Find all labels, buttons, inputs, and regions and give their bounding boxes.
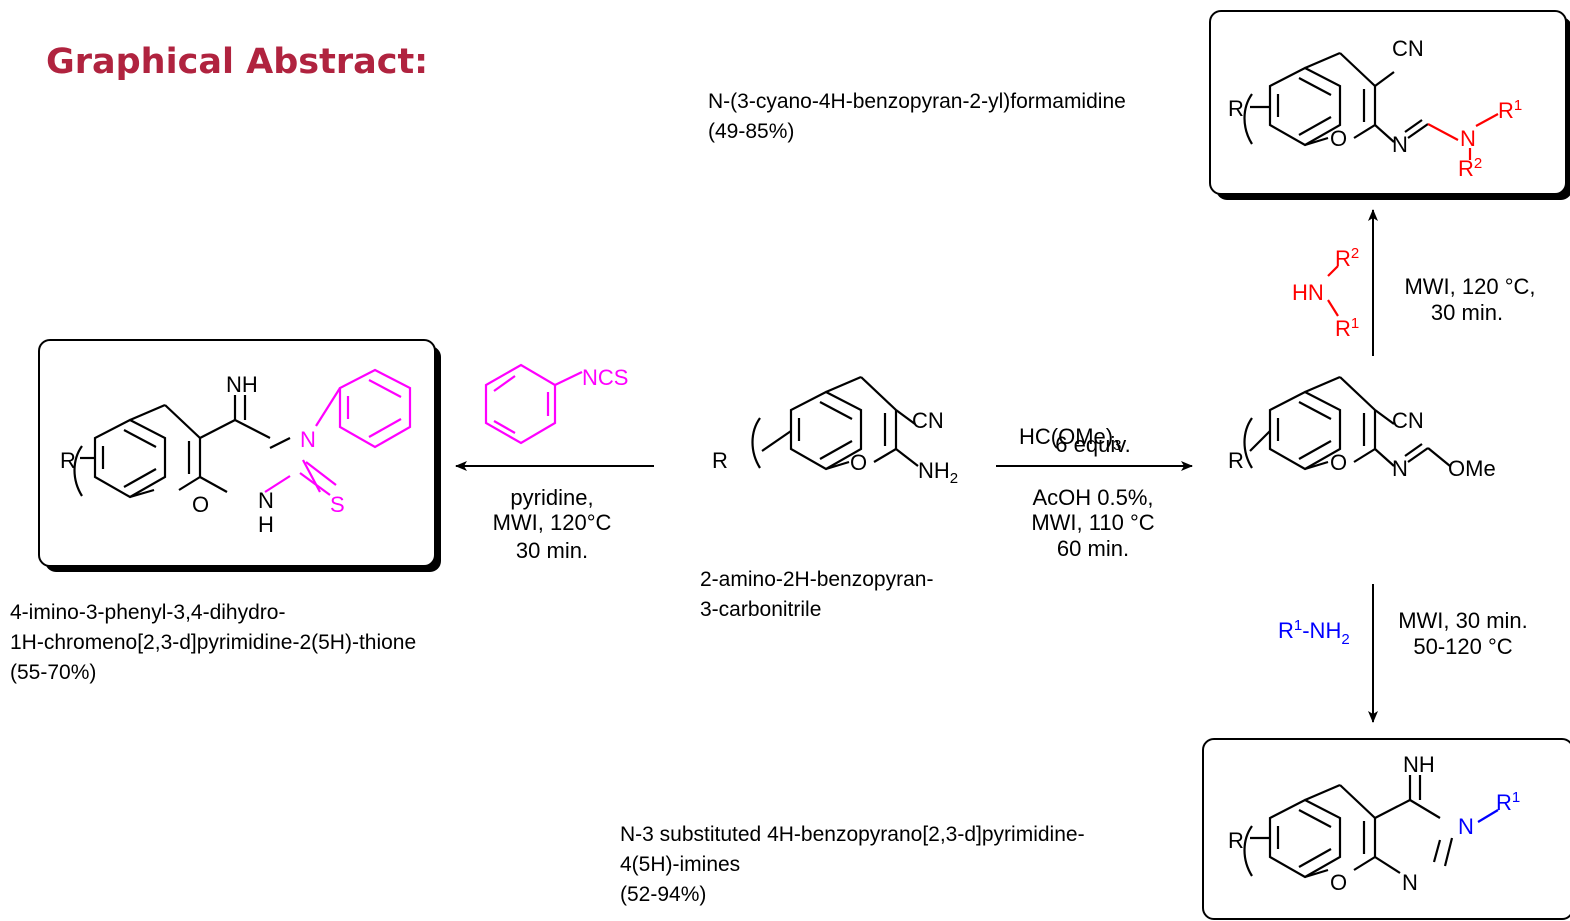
start-material-name: 2-amino-2H-benzopyran- 3-carbonitrile: [700, 565, 933, 625]
thione-r-label: R: [60, 448, 76, 473]
imine-n1-label: N: [1402, 870, 1418, 895]
secondary-amine-structure: [1327, 265, 1339, 317]
formamidine-amine-part: [1427, 113, 1499, 160]
phenyl-isothiocyanate-structure: [484, 363, 583, 445]
secondary-amine-r1: R1: [1335, 315, 1359, 341]
thione-nh-imine-label: NH: [226, 372, 258, 397]
thione-structure: [73, 395, 291, 499]
imine-o-label: O: [1330, 870, 1347, 895]
intermediate-r-label: R: [1228, 448, 1244, 473]
formamidine-n-amine-label: N: [1460, 126, 1476, 151]
orthoformate-equiv: 6 equiv.: [1055, 432, 1130, 457]
start-nh2-label: NH2: [918, 458, 958, 487]
start-r-label: R: [712, 448, 728, 473]
intermediate-ome-label: OMe: [1448, 456, 1496, 481]
secondary-amine-hn: HN: [1292, 280, 1324, 305]
thione-product-box: [38, 339, 441, 572]
intermediate-n-label: N: [1392, 456, 1408, 481]
formamidine-r2-label: R2: [1458, 155, 1482, 181]
isothiocyanate-label: NCS: [582, 365, 628, 390]
thione-name-line-3: (55-70%): [10, 661, 97, 684]
intermediate-cn-label: CN: [1392, 408, 1424, 433]
formamidine-product-box: [1209, 10, 1570, 200]
formamidine-r-label: R: [1228, 96, 1244, 121]
primary-amine-label: R1-NH2: [1278, 617, 1350, 648]
isothiocyanate-cond-3: 30 min.: [516, 538, 588, 563]
thione-name-line-1: 4-imino-3-phenyl-3,4-dihydro-: [10, 601, 286, 624]
intermediate-structure: [1243, 375, 1451, 471]
isothiocyanate-cond-2: MWI, 120°C: [493, 510, 612, 535]
orthoformate-cond-1: AcOH 0.5%,: [1032, 485, 1153, 510]
formamidine-structure: [1243, 51, 1429, 147]
thione-isothiocyanate-part: [264, 368, 412, 496]
imine-product-box: [1202, 738, 1570, 920]
imine-r1-label: R1: [1496, 789, 1520, 815]
imine-r1-bond: [1477, 809, 1499, 823]
imine-n3-label: N: [1458, 814, 1474, 839]
formamidine-r1-label: R1: [1498, 97, 1522, 123]
imine-name-line-3: (52-94%): [620, 883, 707, 906]
start-material-name-line-1: 2-amino-2H-benzopyran-: [700, 568, 934, 591]
thione-o-label: O: [192, 492, 209, 517]
orthoformate-cond-2: MWI, 110 °C: [1031, 510, 1154, 535]
imine-name: N-3 substituted 4H-benzopyrano[2,3-d]pyr…: [620, 820, 1085, 910]
formamidine-name-line-2: (49-85%): [708, 120, 795, 143]
thione-name: 4-imino-3-phenyl-3,4-dihydro- 1H-chromen…: [10, 598, 416, 688]
page-title: Graphical Abstract:: [46, 42, 429, 82]
formamidine-name-line-1: N-(3-cyano-4H-benzopyran-2-yl)formamidin…: [708, 90, 1126, 113]
secondary-amine-r2: R2: [1335, 245, 1359, 271]
primary-amine-cond-1: MWI, 30 min.: [1398, 608, 1528, 633]
thione-n1-label: N: [258, 488, 274, 513]
thione-s-label: S: [330, 492, 345, 517]
imine-r-label: R: [1228, 828, 1244, 853]
start-o-label: O: [850, 450, 867, 475]
intermediate-o-label: O: [1330, 450, 1347, 475]
orthoformate-cond-3: 60 min.: [1057, 536, 1129, 561]
isothiocyanate-cond-1: pyridine,: [510, 485, 593, 510]
start-material-structure: [751, 375, 919, 471]
thione-n3-label: N: [300, 427, 316, 452]
imine-structure: [1243, 775, 1454, 879]
imine-name-line-1: N-3 substituted 4H-benzopyrano[2,3-d]pyr…: [620, 823, 1085, 846]
orthoformate-reagent: HC(OMe)3: [1019, 424, 1121, 454]
formamidine-n-imine-label: N: [1392, 132, 1408, 157]
imine-nh-label: NH: [1403, 752, 1435, 777]
thione-name-line-2: 1H-chromeno[2,3-d]pyrimidine-2(5H)-thion…: [10, 631, 417, 654]
start-cn-label: CN: [912, 408, 944, 433]
formamidine-name: N-(3-cyano-4H-benzopyran-2-yl)formamidin…: [708, 87, 1126, 147]
secondary-amine-cond-2: 30 min.: [1431, 300, 1503, 325]
start-material-name-line-2: 3-carbonitrile: [700, 598, 822, 621]
thione-n1-h-label: H: [258, 512, 274, 537]
formamidine-o-label: O: [1330, 126, 1347, 151]
secondary-amine-cond-1: MWI, 120 °C,: [1404, 274, 1535, 299]
primary-amine-cond-2: 50-120 °C: [1413, 634, 1512, 659]
formamidine-cn-label: CN: [1392, 36, 1424, 61]
imine-name-line-2: 4(5H)-imines: [620, 853, 741, 876]
